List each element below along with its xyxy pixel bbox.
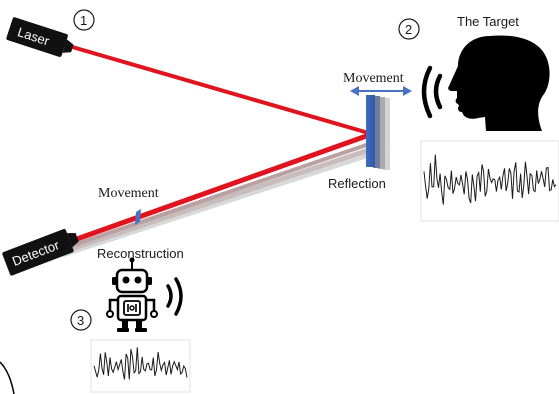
reconstruction-waveform-frame (90, 339, 191, 393)
reconstruction-waveform (93, 347, 188, 380)
robot-icon (106, 257, 158, 332)
mirror-movement-label: Movement (343, 71, 404, 86)
target-waveform (423, 154, 557, 205)
step-number-3: 3 (77, 313, 84, 328)
mirror-surface (366, 95, 375, 167)
speaking-head-icon (421, 35, 550, 131)
mirror-ghost-2 (378, 97, 385, 169)
reflected-beam-group (59, 131, 391, 258)
detector-device: Detector (2, 228, 79, 276)
mirror (366, 95, 390, 170)
beam-movement-marker-icon (135, 209, 141, 225)
partial-curve-decoration (0, 361, 15, 394)
step-marker-1: 1 (73, 9, 95, 31)
step-marker-2: 2 (398, 18, 420, 40)
reflected-beam-shadow-2 (61, 142, 385, 255)
reflection-label: Reflection (328, 176, 386, 191)
laser-device: Laser (6, 17, 74, 57)
reflected-beam-shadow-1 (61, 139, 379, 251)
target-label: The Target (457, 14, 519, 29)
robot-sound-waves-icon (166, 277, 183, 316)
reflected-beam-shadow-3 (61, 145, 391, 258)
reconstruction-label: Reconstruction (97, 246, 184, 261)
mirror-ghost-1 (373, 96, 380, 168)
mirror-ghost-3 (383, 98, 390, 170)
step-number-1: 1 (80, 13, 87, 28)
incident-beam (61, 42, 373, 136)
step-number-2: 2 (405, 22, 412, 37)
reflected-beam (59, 131, 373, 248)
beam-movement-label: Movement (98, 186, 159, 201)
movement-arrow-icon (350, 86, 412, 96)
step-marker-3: 3 (70, 309, 92, 331)
